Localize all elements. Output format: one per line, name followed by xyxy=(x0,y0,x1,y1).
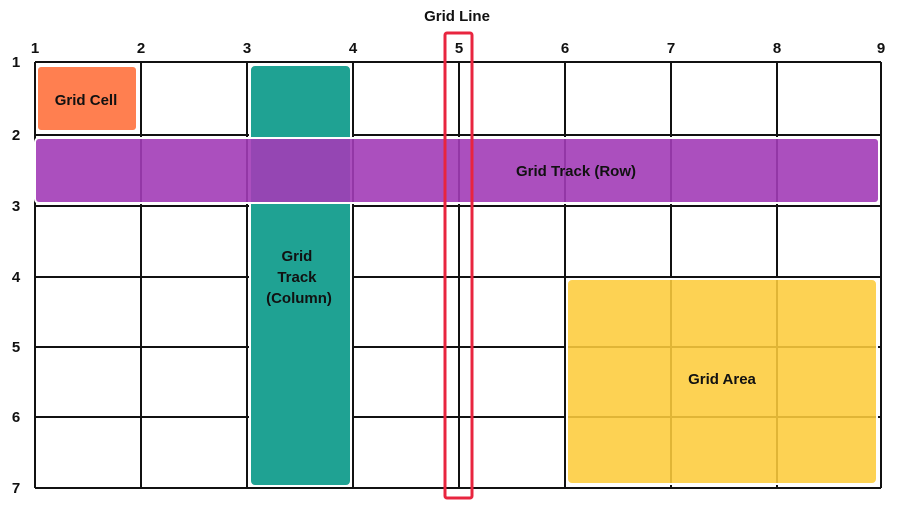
row-line-number: 6 xyxy=(12,409,20,426)
column-line-number: 7 xyxy=(667,40,675,57)
grid-track-column-label: Grid Track (Column) xyxy=(266,248,332,307)
column-line-numbers: 1 2 3 4 5 6 7 8 9 xyxy=(31,40,885,57)
column-label-line-1: Grid xyxy=(281,248,312,265)
row-line-number: 2 xyxy=(12,127,20,144)
column-line-number: 6 xyxy=(561,40,569,57)
grid-area-label: Grid Area xyxy=(688,371,756,388)
grid-cell-label: Grid Cell xyxy=(55,92,118,109)
grid-track-row-label: Grid Track (Row) xyxy=(516,163,636,180)
column-line-number: 5 xyxy=(455,40,463,57)
column-label-line-2: Track xyxy=(277,269,317,286)
grid-cell-box xyxy=(36,65,138,132)
column-line-number: 9 xyxy=(877,40,885,57)
row-line-number: 3 xyxy=(12,198,20,215)
column-line-number: 1 xyxy=(31,40,39,57)
grid-line-title: Grid Line xyxy=(424,8,490,25)
grid-area-box xyxy=(566,278,878,485)
column-label-line-3: (Column) xyxy=(266,290,332,307)
grid-track-row-box xyxy=(34,137,880,204)
grid-line-highlight xyxy=(443,31,474,500)
column-line-number: 4 xyxy=(349,40,358,57)
row-line-number: 4 xyxy=(12,269,21,286)
column-line-number: 2 xyxy=(137,40,145,57)
row-line-number: 1 xyxy=(12,54,20,71)
column-line-number: 8 xyxy=(773,40,781,57)
column-line-number: 3 xyxy=(243,40,251,57)
row-line-number: 5 xyxy=(12,339,20,356)
row-line-numbers: 1 2 3 4 5 6 7 xyxy=(12,54,21,497)
row-line-number: 7 xyxy=(12,480,20,497)
